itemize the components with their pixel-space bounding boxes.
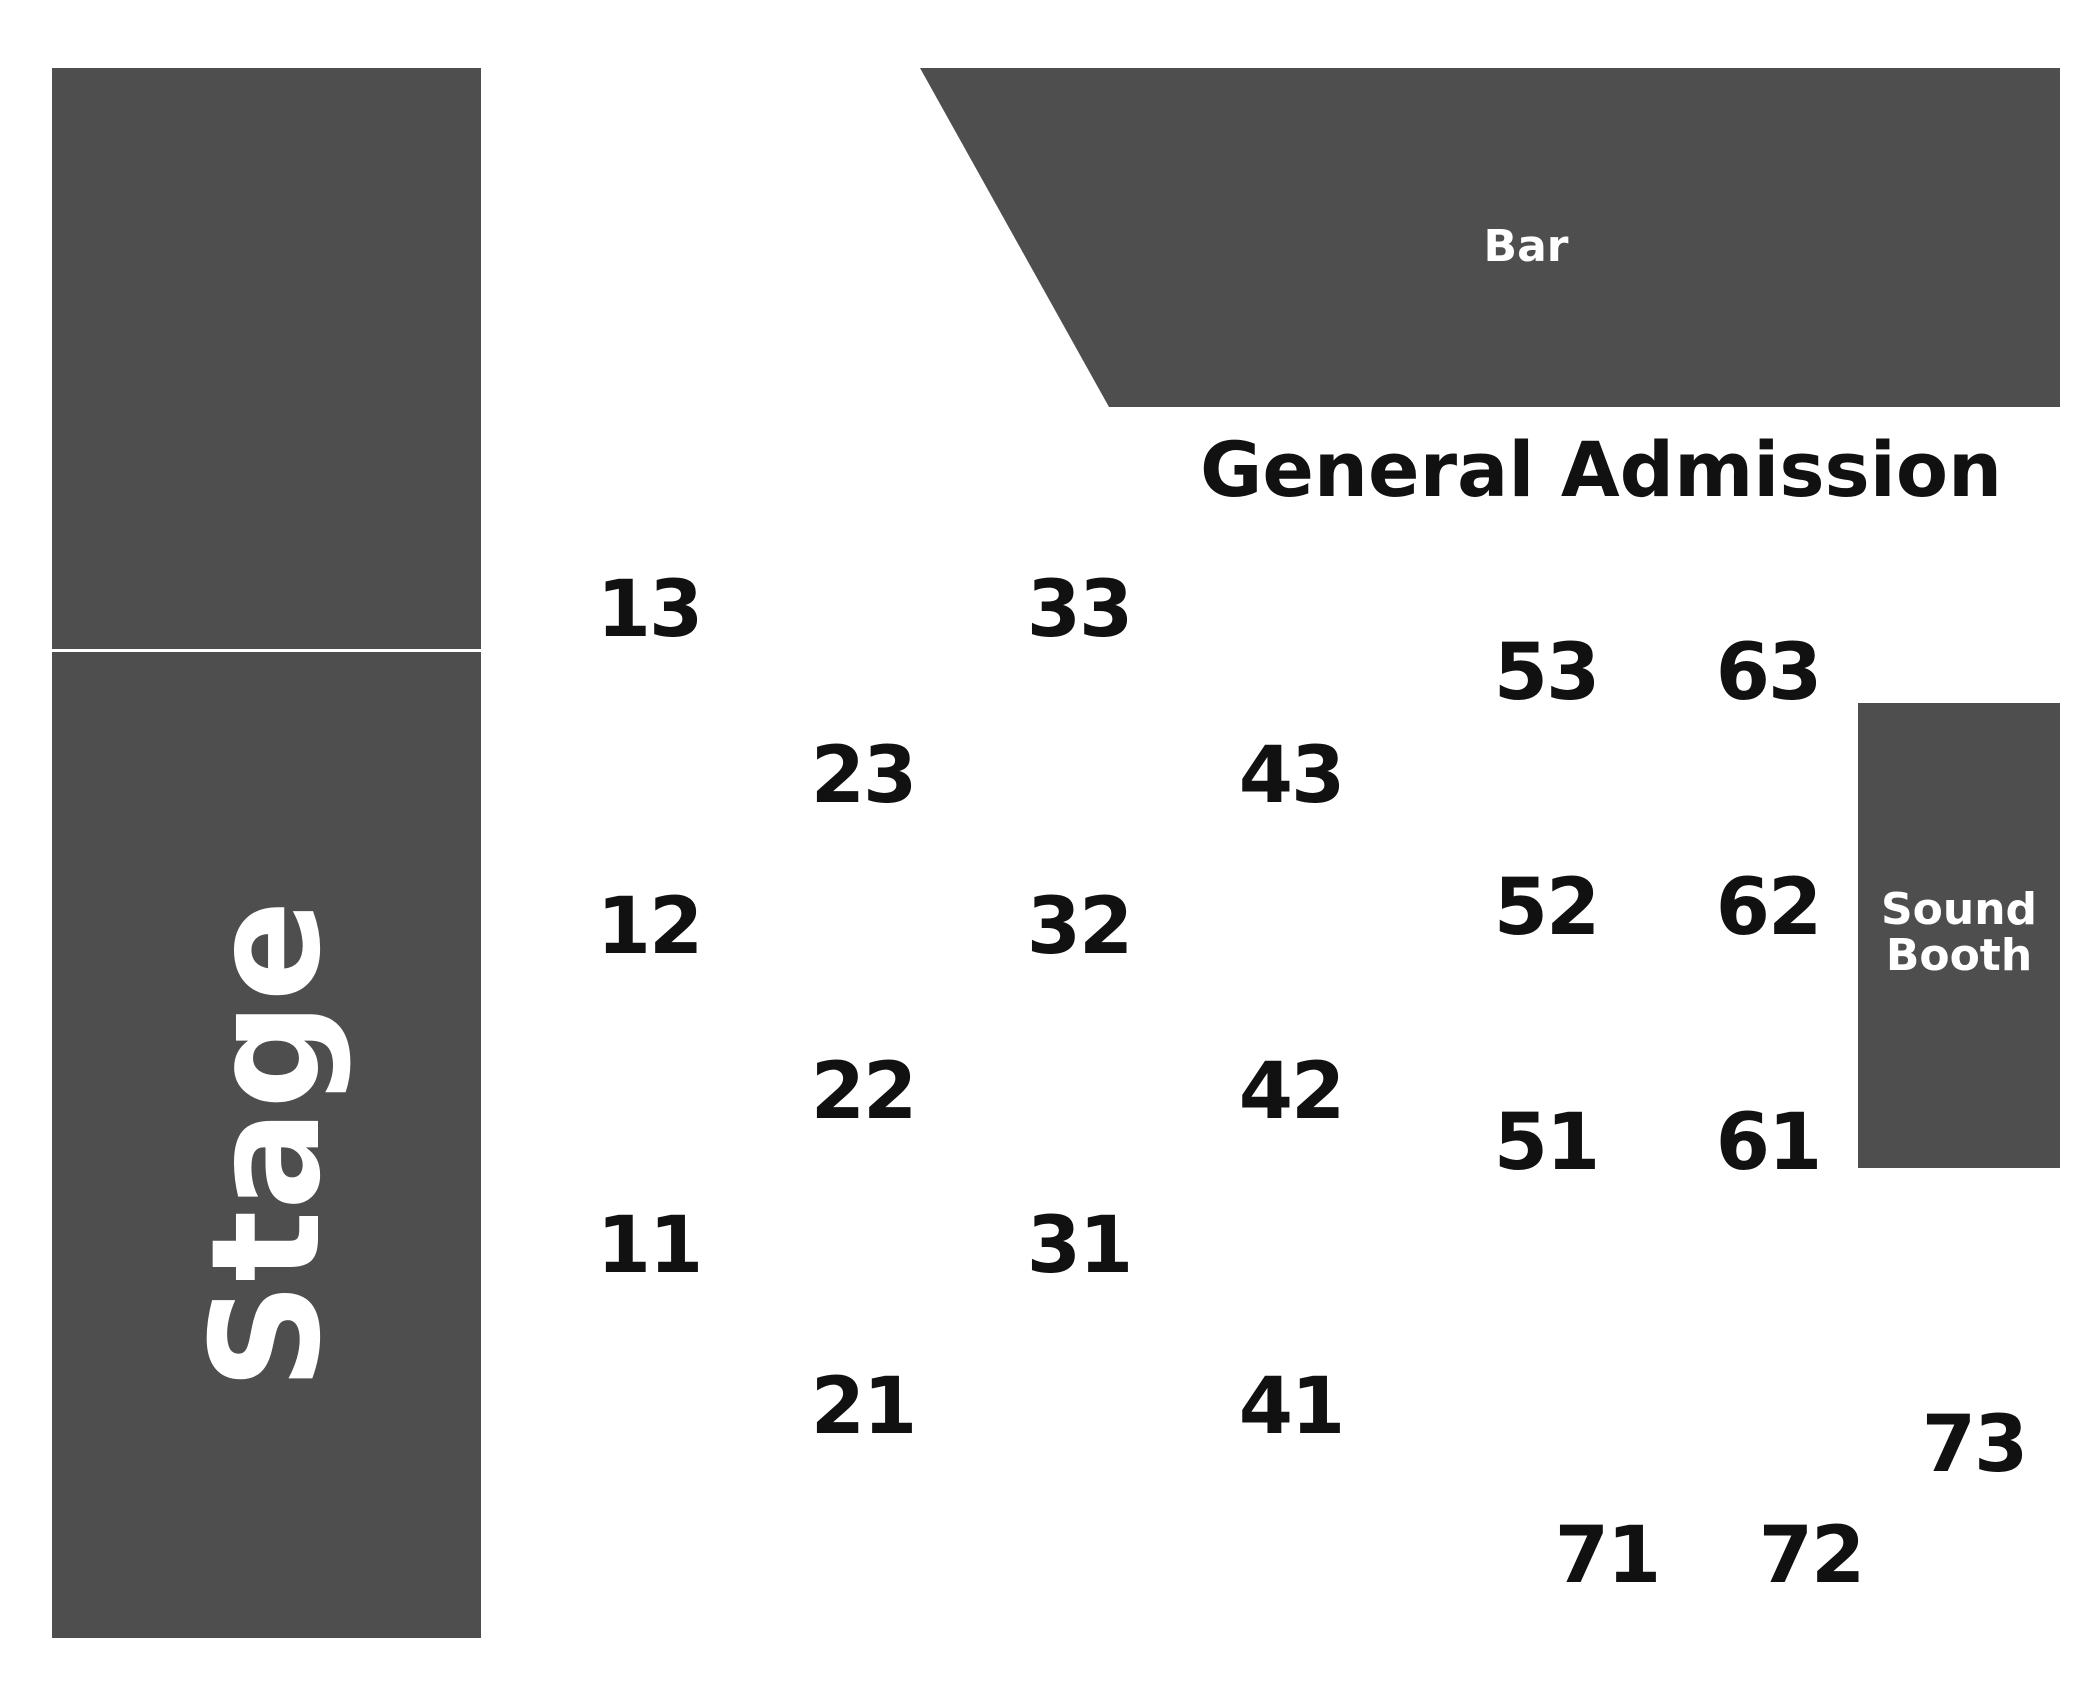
sound-booth-label-line2: Booth xyxy=(1885,930,2033,981)
section-31[interactable]: 31 xyxy=(1026,1201,1134,1291)
section-71[interactable]: 71 xyxy=(1554,1511,1662,1601)
sound-booth[interactable]: Sound Booth xyxy=(1858,703,2060,1168)
general-admission-label: General Admission xyxy=(1200,425,2003,514)
bar-shape[interactable] xyxy=(920,68,2060,407)
sound-booth-label: Sound Booth xyxy=(1858,887,2060,979)
section-13[interactable]: 13 xyxy=(596,565,704,655)
section-73[interactable]: 73 xyxy=(1921,1400,2029,1490)
section-52[interactable]: 52 xyxy=(1493,863,1601,953)
bar-label: Bar xyxy=(1483,221,1569,272)
section-22[interactable]: 22 xyxy=(810,1047,918,1137)
section-63[interactable]: 63 xyxy=(1715,628,1823,718)
section-51[interactable]: 51 xyxy=(1493,1098,1601,1188)
section-43[interactable]: 43 xyxy=(1238,731,1346,821)
stage-upper-area xyxy=(52,68,481,649)
section-21[interactable]: 21 xyxy=(810,1362,918,1452)
section-41[interactable]: 41 xyxy=(1238,1362,1346,1452)
section-23[interactable]: 23 xyxy=(810,731,918,821)
section-62[interactable]: 62 xyxy=(1715,863,1823,953)
stage-area[interactable]: Stage xyxy=(52,652,481,1638)
section-11[interactable]: 11 xyxy=(596,1201,704,1291)
sound-booth-label-line1: Sound xyxy=(1880,884,2038,935)
section-61[interactable]: 61 xyxy=(1715,1098,1823,1188)
section-12[interactable]: 12 xyxy=(596,882,704,972)
section-32[interactable]: 32 xyxy=(1026,882,1134,972)
section-72[interactable]: 72 xyxy=(1758,1511,1866,1601)
section-53[interactable]: 53 xyxy=(1493,628,1601,718)
section-42[interactable]: 42 xyxy=(1238,1047,1346,1137)
section-33[interactable]: 33 xyxy=(1026,565,1134,655)
